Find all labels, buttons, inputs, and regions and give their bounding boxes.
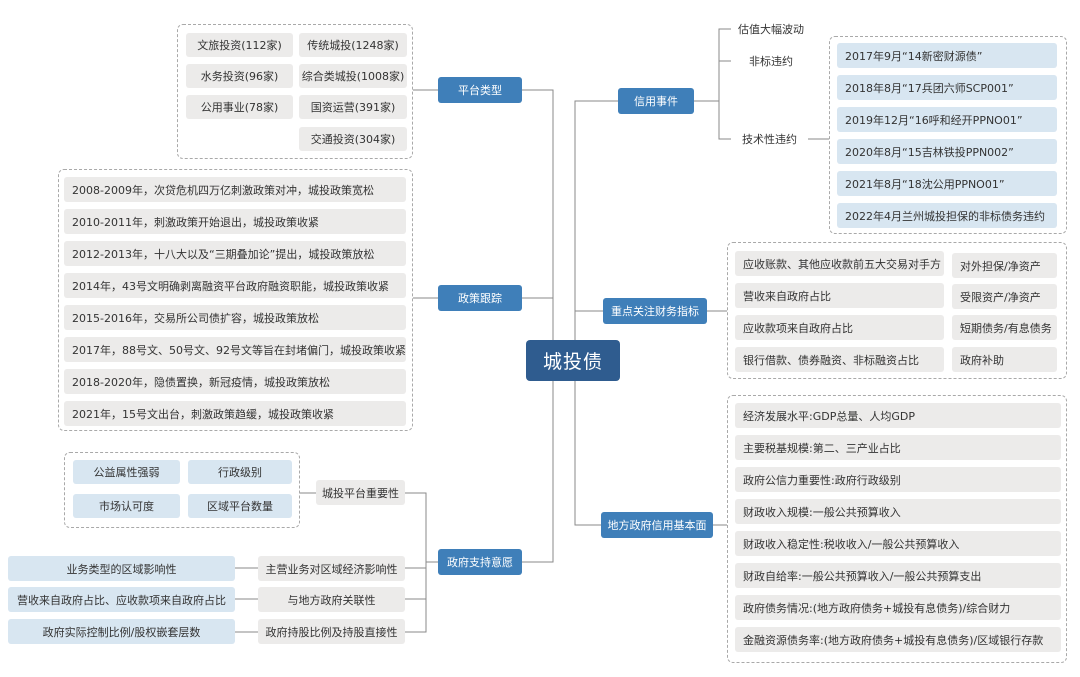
local-gov-item[interactable]: 财政收入稳定性:税收收入/一般公共预算收入 bbox=[735, 531, 1061, 556]
policy-item[interactable]: 2008-2009年，次贷危机四万亿刺激政策对冲，城投政策宽松 bbox=[64, 177, 406, 202]
policy-item[interactable]: 2010-2011年，刺激政策开始退出，城投政策收紧 bbox=[64, 209, 406, 234]
policy-item[interactable]: 2017年，88号文、50号文、92号文等旨在封堵偏门，城投政策收紧 bbox=[64, 337, 406, 362]
local-gov-item[interactable]: 主要税基规模:第二、三产业占比 bbox=[735, 435, 1061, 460]
default-event-item[interactable]: 2021年8月“18沈公用PPNO01” bbox=[837, 171, 1057, 196]
policy-item[interactable]: 2014年，43号文明确剥离融资平台政府融资职能，城投政策收紧 bbox=[64, 273, 406, 298]
sub-technical-default[interactable]: 技术性违约 bbox=[742, 133, 797, 146]
branch-platform-type[interactable]: 平台类型 bbox=[438, 77, 522, 103]
local-gov-item[interactable]: 政府债务情况:(地方政府债务+城投有息债务)/综合财力 bbox=[735, 595, 1061, 620]
default-event-item[interactable]: 2022年4月兰州城投担保的非标债务违约 bbox=[837, 203, 1057, 228]
default-event-item[interactable]: 2018年8月“17兵团六师SCP001” bbox=[837, 75, 1057, 100]
sub-valuation-fluctuation[interactable]: 估值大幅波动 bbox=[738, 23, 804, 36]
policy-item[interactable]: 2015-2016年，交易所公司债扩容，城投政策放松 bbox=[64, 305, 406, 330]
platform-item[interactable]: 综合类城投(1008家) bbox=[299, 64, 407, 88]
local-gov-group bbox=[727, 395, 1067, 663]
policy-item[interactable]: 2018-2020年，隐债置换，新冠疫情，城投政策放松 bbox=[64, 369, 406, 394]
financial-item[interactable]: 营收来自政府占比 bbox=[735, 283, 944, 308]
platform-item[interactable]: 公用事业(78家) bbox=[186, 95, 293, 119]
sub-gov-relation[interactable]: 与地方政府关联性 bbox=[258, 587, 405, 612]
platform-type-group bbox=[177, 24, 413, 159]
importance-item[interactable]: 行政级别 bbox=[188, 460, 292, 484]
platform-item[interactable]: 国资运营(391家) bbox=[299, 95, 407, 119]
default-event-item[interactable]: 2017年9月“14新密财源债” bbox=[837, 43, 1057, 68]
financial-group bbox=[727, 242, 1067, 379]
platform-item[interactable]: 文旅投资(112家) bbox=[186, 33, 293, 57]
default-event-item[interactable]: 2019年12月“16呼和经开PPNO01” bbox=[837, 107, 1057, 132]
policy-group bbox=[58, 169, 413, 431]
financial-item[interactable]: 银行借款、债券融资、非标融资占比 bbox=[735, 347, 944, 372]
financial-ratio-item[interactable]: 对外担保/净资产 bbox=[952, 253, 1057, 278]
financial-item[interactable]: 应收款项来自政府占比 bbox=[735, 315, 944, 340]
importance-group bbox=[64, 452, 300, 528]
platform-item[interactable]: 传统城投(1248家) bbox=[299, 33, 407, 57]
importance-item[interactable]: 区域平台数量 bbox=[188, 494, 292, 518]
sub-nonstandard-default[interactable]: 非标违约 bbox=[749, 55, 793, 68]
policy-item[interactable]: 2021年，15号文出台，刺激政策趋缓，城投政策收紧 bbox=[64, 401, 406, 426]
branch-local-gov-credit[interactable]: 地方政府信用基本面 bbox=[601, 512, 713, 538]
gov-holding-leaf[interactable]: 政府实际控制比例/股权嵌套层数 bbox=[8, 619, 235, 644]
branch-gov-support[interactable]: 政府支持意愿 bbox=[438, 549, 522, 575]
local-gov-item[interactable]: 财政收入规模:一般公共预算收入 bbox=[735, 499, 1061, 524]
branch-credit-events[interactable]: 信用事件 bbox=[618, 88, 694, 114]
technical-default-group bbox=[829, 36, 1067, 234]
branch-policy[interactable]: 政策跟踪 bbox=[438, 285, 522, 311]
local-gov-item[interactable]: 财政自给率:一般公共预算收入/一般公共预算支出 bbox=[735, 563, 1061, 588]
financial-item[interactable]: 应收账款、其他应收款前五大交易对手方 bbox=[735, 251, 944, 276]
local-gov-item[interactable]: 政府公信力重要性:政府行政级别 bbox=[735, 467, 1061, 492]
sub-business-impact[interactable]: 主营业务对区域经济影响性 bbox=[258, 556, 405, 581]
platform-item[interactable]: 水务投资(96家) bbox=[186, 64, 293, 88]
importance-item[interactable]: 市场认可度 bbox=[73, 494, 180, 518]
local-gov-item[interactable]: 金融资源债务率:(地方政府债务+城投有息债务)/区域银行存款 bbox=[735, 627, 1061, 652]
sub-platform-importance[interactable]: 城投平台重要性 bbox=[316, 480, 405, 505]
center-topic[interactable]: 城投债 bbox=[526, 340, 620, 381]
gov-relation-leaf[interactable]: 营收来自政府占比、应收款项来自政府占比 bbox=[8, 587, 235, 612]
policy-item[interactable]: 2012-2013年，十八大以及“三期叠加论”提出，城投政策放松 bbox=[64, 241, 406, 266]
importance-item[interactable]: 公益属性强弱 bbox=[73, 460, 180, 484]
default-event-item[interactable]: 2020年8月“15吉林铁投PPN002” bbox=[837, 139, 1057, 164]
financial-ratio-item[interactable]: 政府补助 bbox=[952, 347, 1057, 372]
sub-gov-holding[interactable]: 政府持股比例及持股直接性 bbox=[258, 619, 405, 644]
financial-ratio-item[interactable]: 受限资产/净资产 bbox=[952, 284, 1057, 309]
branch-financial-indicators[interactable]: 重点关注财务指标 bbox=[603, 298, 707, 324]
business-impact-leaf[interactable]: 业务类型的区域影响性 bbox=[8, 556, 235, 581]
financial-ratio-item[interactable]: 短期债务/有息债务 bbox=[952, 315, 1057, 340]
local-gov-item[interactable]: 经济发展水平:GDP总量、人均GDP bbox=[735, 403, 1061, 428]
platform-item[interactable]: 交通投资(304家) bbox=[299, 127, 407, 151]
